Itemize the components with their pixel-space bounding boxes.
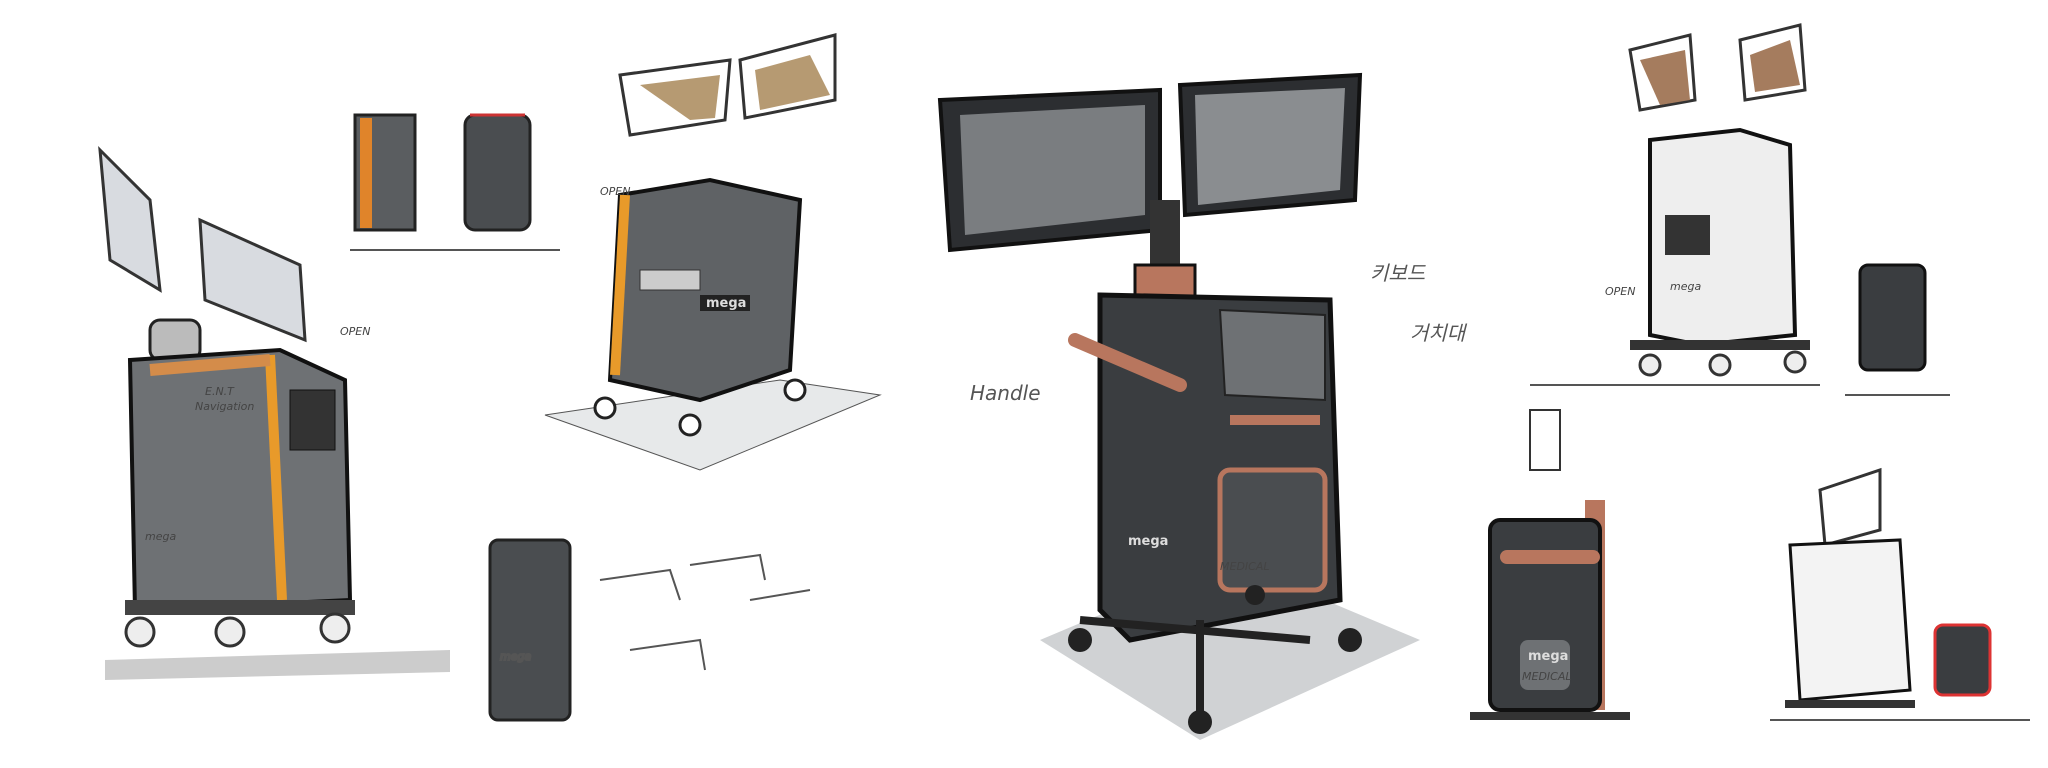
caster xyxy=(124,616,156,648)
dual-monitor xyxy=(98,146,307,343)
orange-cart-sketch: mega OPEN xyxy=(544,33,882,471)
top-handle xyxy=(149,354,271,376)
orange-trim xyxy=(265,354,287,601)
brand-label: mega xyxy=(1128,534,1168,549)
open-label: OPEN xyxy=(340,325,370,338)
brand-label-2: MEDICAL xyxy=(1220,560,1270,573)
open-label: OPEN xyxy=(1605,285,1635,298)
holder-label: 거치대 xyxy=(1410,321,1468,345)
cart-body xyxy=(127,347,353,613)
brand-label: mega xyxy=(145,530,176,543)
brand-label: mega xyxy=(500,650,531,663)
dual-monitor xyxy=(937,72,1363,253)
floor-shadow xyxy=(105,650,450,680)
white-cart-small-sketch xyxy=(1770,467,2030,721)
handle-detail-sketches: mega xyxy=(488,538,811,722)
white-cart-sketch: mega OPEN xyxy=(1530,23,1950,396)
ent-subtitle: Navigation xyxy=(195,400,254,413)
keyboard-label: 키보드 xyxy=(1370,261,1427,285)
brand-label: mega xyxy=(1528,649,1568,664)
open-label: OPEN xyxy=(600,185,630,198)
caster xyxy=(214,616,246,648)
caster xyxy=(319,612,351,644)
main-medical-cart-sketch: mega MEDICAL Handle 키보드 거치대 xyxy=(937,72,1468,740)
brand-label-2: MEDICAL xyxy=(1522,670,1572,683)
side-screen xyxy=(289,389,336,451)
side-view-cart-sketch: mega MEDICAL xyxy=(1470,409,1630,720)
small-cart-sketches xyxy=(350,113,560,251)
handle-label: Handle xyxy=(970,381,1041,405)
ent-navigation-cart-sketch: E.N.T Navigation mega OPEN xyxy=(98,146,450,680)
brand-label: mega xyxy=(1670,280,1701,293)
handle xyxy=(1068,333,1187,392)
brand-label: mega xyxy=(706,296,746,311)
ent-title: E.N.T xyxy=(205,385,235,398)
